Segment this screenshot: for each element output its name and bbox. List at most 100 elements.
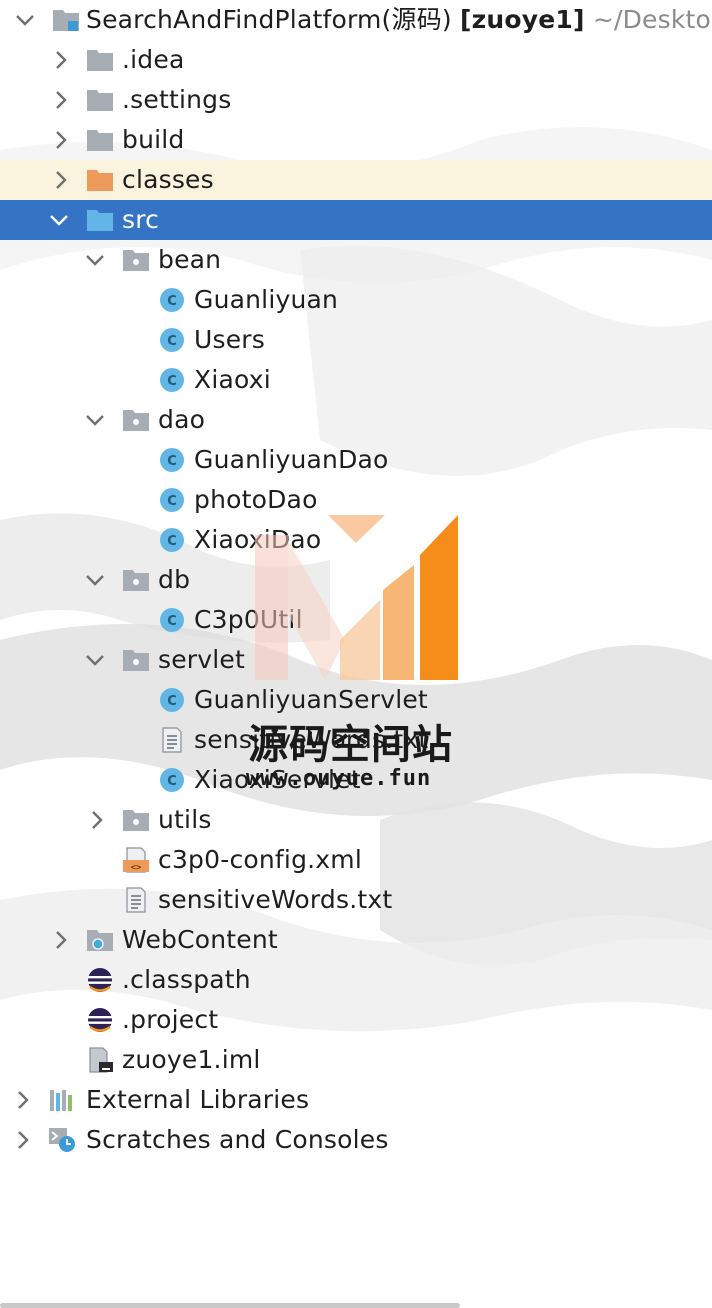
tree-item-label: servlet <box>158 645 246 674</box>
tree-item-label: c3p0-config.xml <box>158 845 362 874</box>
chevron-right-icon[interactable] <box>50 87 72 113</box>
tree-item-label: classes <box>122 165 214 194</box>
watermark-title: 源码空间站 <box>248 722 453 768</box>
tree-item-classpath[interactable]: .classpath <box>0 960 712 1000</box>
tree-item-project-file[interactable]: .project <box>0 1000 712 1040</box>
tree-item-iml[interactable]: zuoye1.iml <box>0 1040 712 1080</box>
tree-item-photo-dao[interactable]: C photoDao <box>0 480 712 520</box>
tree-item-servlet[interactable]: servlet <box>0 640 712 680</box>
tree-item-project-root[interactable]: SearchAndFindPlatform(源码) [zuoye1] ~/Des… <box>0 0 712 40</box>
tree-item-label: photoDao <box>194 485 318 514</box>
text-file-icon <box>162 727 182 753</box>
tree-item-src[interactable]: src <box>0 200 712 240</box>
tree-item-label: .classpath <box>122 965 251 994</box>
tree-item-guanliyuan[interactable]: C Guanliyuan <box>0 280 712 320</box>
tree-item-c3p0util[interactable]: C C3p0Util <box>0 600 712 640</box>
tree-item-label: Xiaoxi <box>194 365 271 394</box>
tree-item-label: WebContent <box>122 925 278 954</box>
chevron-right-icon[interactable] <box>50 927 72 953</box>
chevron-down-icon[interactable] <box>84 247 106 273</box>
project-path: ~/Desktop <box>592 5 712 34</box>
tree-item-label: XiaoxiServlet <box>194 765 361 794</box>
svg-text:C: C <box>167 334 177 349</box>
tree-item-xiaoxi[interactable]: C Xiaoxi <box>0 360 712 400</box>
folder-icon <box>87 130 113 151</box>
tree-item-sensitive-words-inner[interactable]: sensitiveWords.txt <box>0 720 712 760</box>
tree-item-label: Users <box>194 325 266 354</box>
package-icon <box>123 410 149 431</box>
chevron-down-icon[interactable] <box>84 407 106 433</box>
tree-item-label: XiaoxiDao <box>194 525 322 554</box>
svg-text:C: C <box>167 534 177 549</box>
folder-icon <box>87 50 113 71</box>
project-name: SearchAndFindPlatform(源码) [zuoye1] ~/Des… <box>86 4 712 36</box>
tree-item-xiaoxi-dao[interactable]: C XiaoxiDao <box>0 520 712 560</box>
tree-item-label: Guanliyuan <box>194 285 339 314</box>
text-file-icon <box>126 887 146 913</box>
svg-text:C: C <box>167 454 177 469</box>
excluded-folder-icon <box>87 170 113 191</box>
tree-item-label: bean <box>158 245 222 274</box>
scratches-icon <box>49 1128 75 1152</box>
web-folder-icon <box>87 930 113 951</box>
class-icon: C <box>160 288 184 312</box>
tree-item-settings[interactable]: .settings <box>0 80 712 120</box>
class-icon: C <box>160 688 184 712</box>
chevron-right-icon[interactable] <box>50 167 72 193</box>
eclipse-icon <box>88 968 112 992</box>
horizontal-scrollbar[interactable] <box>0 1303 460 1308</box>
class-icon: C <box>160 488 184 512</box>
svg-text:C: C <box>167 294 177 309</box>
source-folder-icon <box>87 210 113 231</box>
tree-item-label: GuanliyuanServlet <box>194 685 428 714</box>
svg-text:C: C <box>167 494 177 509</box>
tree-item-label: dao <box>158 405 206 434</box>
tree-item-label: build <box>122 125 185 154</box>
tree-item-label: src <box>122 205 160 234</box>
tree-item-external-libraries[interactable]: External Libraries <box>0 1080 712 1120</box>
tree-item-db[interactable]: db <box>0 560 712 600</box>
chevron-right-icon[interactable] <box>50 127 72 153</box>
tree-item-c3p0-config[interactable]: <> c3p0-config.xml <box>0 840 712 880</box>
tree-item-utils[interactable]: utils <box>0 800 712 840</box>
chevron-right-icon[interactable] <box>86 807 108 833</box>
chevron-down-icon[interactable] <box>48 207 70 233</box>
tree-item-web-content[interactable]: WebContent <box>0 920 712 960</box>
module-icon <box>53 10 79 31</box>
chevron-right-icon[interactable] <box>12 1127 34 1153</box>
svg-text:<>: <> <box>131 863 142 873</box>
tree-item-label: .idea <box>122 45 185 74</box>
tree-item-guanliyuan-dao[interactable]: C GuanliyuanDao <box>0 440 712 480</box>
xml-file-icon: <> <box>123 847 149 873</box>
chevron-down-icon[interactable] <box>84 647 106 673</box>
tree-item-label: GuanliyuanDao <box>194 445 389 474</box>
module-name: [zuoye1] <box>460 5 585 34</box>
svg-text:C: C <box>167 614 177 629</box>
package-icon <box>123 570 149 591</box>
tree-item-label: utils <box>158 805 212 834</box>
tree-item-users[interactable]: C Users <box>0 320 712 360</box>
tree-item-classes[interactable]: classes <box>0 160 712 200</box>
svg-text:C: C <box>167 774 177 789</box>
chevron-right-icon[interactable] <box>50 47 72 73</box>
svg-text:C: C <box>167 374 177 389</box>
tree-item-bean[interactable]: bean <box>0 240 712 280</box>
tree-item-sensitive-words[interactable]: sensitiveWords.txt <box>0 880 712 920</box>
tree-item-xiaoxi-servlet[interactable]: C XiaoxiServlet <box>0 760 712 800</box>
tree-item-scratches[interactable]: Scratches and Consoles <box>0 1120 712 1160</box>
class-icon: C <box>160 608 184 632</box>
package-icon <box>123 810 149 831</box>
chevron-down-icon[interactable] <box>84 567 106 593</box>
tree-item-label: sensitiveWords.txt <box>194 725 429 754</box>
tree-item-dao[interactable]: dao <box>0 400 712 440</box>
chevron-down-icon[interactable] <box>14 7 36 33</box>
eclipse-icon <box>88 1008 112 1032</box>
tree-item-label: db <box>158 565 191 594</box>
chevron-right-icon[interactable] <box>12 1087 34 1113</box>
tree-item-idea[interactable]: .idea <box>0 40 712 80</box>
tree-item-guanliyuan-servlet[interactable]: C GuanliyuanServlet <box>0 680 712 720</box>
class-icon: C <box>160 368 184 392</box>
tree-item-label: .project <box>122 1005 219 1034</box>
tree-item-label: Scratches and Consoles <box>86 1125 389 1154</box>
tree-item-build[interactable]: build <box>0 120 712 160</box>
